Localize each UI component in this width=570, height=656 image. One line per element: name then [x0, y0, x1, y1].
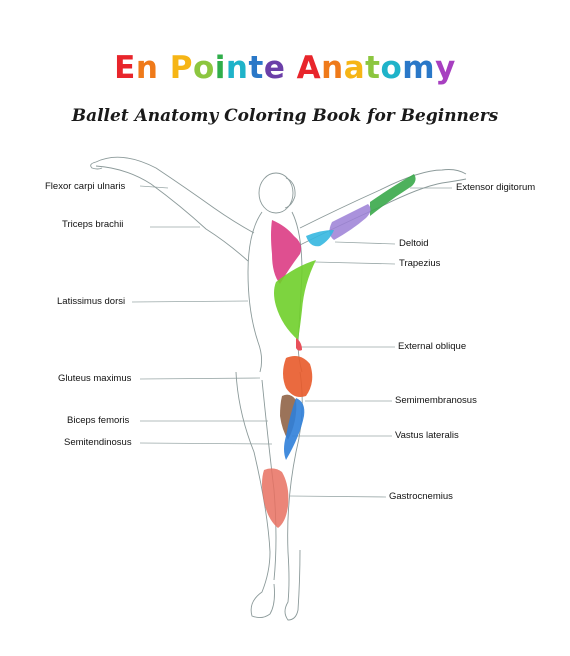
label-semimembranosus: Semimembranosus [395, 395, 477, 406]
title-word-1: En [114, 50, 170, 86]
leader-line [139, 377, 261, 380]
title-letter: P [169, 50, 193, 86]
head-outline [258, 172, 294, 214]
label-semitendinosus: Semitendinosus [64, 437, 132, 448]
label-trapezius: Trapezius [399, 258, 441, 269]
label-triceps-brachii: Triceps brachii [62, 219, 124, 230]
latissimus-green-muscle [274, 260, 316, 340]
leader-lines [131, 185, 452, 498]
title-letter: y [435, 50, 456, 86]
vastus-lateralis-muscle [284, 398, 305, 460]
torso-left-outline [247, 211, 263, 373]
external-oblique-muscle [296, 338, 302, 351]
leader-line [131, 300, 249, 303]
title-letter: i [214, 50, 226, 86]
trapezius-muscle [271, 220, 302, 284]
label-gluteus-maximus: Gluteus maximus [58, 373, 132, 384]
label-vastus-lateralis: Vastus lateralis [395, 430, 459, 441]
label-deltoid: Deltoid [399, 238, 429, 249]
title-letter: t [248, 50, 264, 86]
title-letter: n [321, 50, 344, 86]
left-arm-outline-top [95, 156, 255, 234]
gluteus-muscle [283, 356, 313, 397]
title-letter: m [402, 50, 436, 86]
left-hand-outline [90, 161, 103, 170]
label-biceps-femoris: Biceps femoris [67, 415, 130, 426]
label-external-oblique: External oblique [398, 341, 467, 352]
title-letter: n [135, 50, 159, 86]
page-subtitle: Ballet Anatomy Coloring Book for Beginne… [71, 106, 499, 126]
hair-bun-outline [284, 177, 296, 209]
right-leg-outline [284, 371, 303, 621]
label-gastrocnemius: Gastrocnemius [389, 491, 453, 502]
title-word-2: Pointe [170, 50, 297, 86]
colored-muscles [262, 174, 416, 528]
leader-line [139, 442, 273, 445]
title-letter: E [114, 50, 136, 86]
upper-arm-muscle [329, 204, 371, 240]
page-title: En Pointe Anatomy [0, 50, 570, 86]
deltoid-muscle [306, 230, 334, 247]
label-latissimus-dorsi: Latissimus dorsi [57, 296, 126, 307]
gastrocnemius-muscle [262, 468, 289, 528]
title-letter: t [365, 50, 381, 86]
title-letter: a [343, 50, 366, 86]
label-extensor-digitorum: Extensor digitorum [456, 182, 536, 193]
extensor-digitorum-muscle [370, 174, 416, 216]
label-flexor-carpi-ulnaris: Flexor carpi ulnaris [45, 181, 126, 192]
title-letter: e [263, 50, 286, 86]
title-letter: o [380, 50, 403, 86]
title-letter: n [225, 50, 249, 86]
left-leg-outline [235, 371, 275, 619]
leader-line [139, 185, 169, 189]
left-arm-outline-bottom [95, 165, 249, 262]
title-letter: o [192, 50, 215, 86]
leader-line [334, 241, 396, 245]
leader-line [314, 261, 396, 265]
leader-line [289, 495, 387, 498]
title-word-3: Anatomy [297, 50, 456, 86]
title-letter: A [296, 50, 322, 86]
